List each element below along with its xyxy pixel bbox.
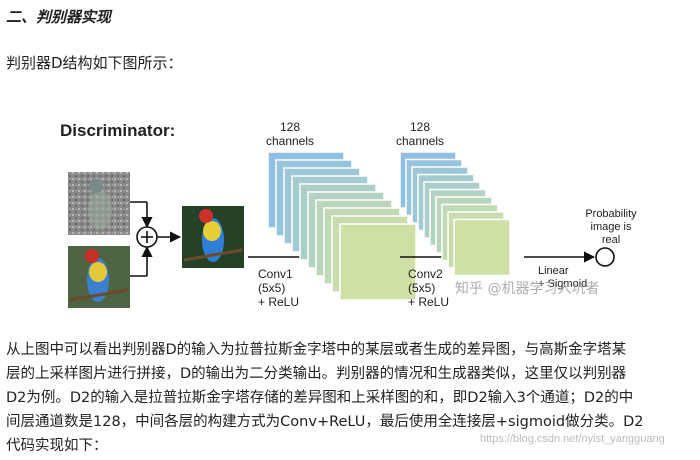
stack1-label-channels: channels [266,134,314,148]
paragraph-line: 从上图中可以看出判别器D的输入为拉普拉斯金字塔中的某层或者生成的差异图，与高斯金… [6,342,627,358]
composite-image [182,206,244,268]
difference-image [68,172,130,235]
figure-title: Discriminator: [60,121,175,140]
conv2-label-3: + ReLU [408,295,449,309]
stack2-label-count: 128 [410,120,430,134]
paragraph-line: 间层通道数是128，中间各层的构建方式为Conv+ReLU，最后使用全连接层+s… [6,414,644,430]
linear-label-1: Linear [538,265,569,277]
paragraph-line: D2为例。D2的输入是拉普拉斯金字塔存储的差异图和上采样图的和，即D2输入3个通… [6,390,634,406]
paragraph-line: 代码实现如下： [6,438,108,454]
paragraph-line: 层的上采样图片进行拼接，D的输出为二分类输出。判别器的情况和生成器类似，这里仅以… [6,366,627,382]
conv1-label-3: + ReLU [258,295,299,309]
section-heading: 二、判别器实现 [6,8,112,26]
output-label-1: Probability [585,208,637,220]
feature-stack-2 [399,151,511,277]
intro-text: 判别器D结构如下图所示： [6,54,183,72]
url-watermark: https://blog.csdn.net/nyist_yangguang [480,433,665,445]
feature-stack-1 [267,151,417,301]
conv2-label-1: Conv2 [408,267,443,281]
explanation-paragraph: 从上图中可以看出判别器D的输入为拉普拉斯金字塔中的某层或者生成的差异图，与高斯金… [6,338,694,458]
conv2-label-2: (5x5) [408,281,435,295]
sum-node [136,226,158,248]
figure-watermark: 知乎 @机器学习入坑者 [455,281,600,297]
feature-layer [453,218,511,277]
output-label-2: image is [591,221,632,233]
stack1-label-count: 128 [280,120,300,134]
discriminator-figure: Discriminator: 128 channels Con [60,120,637,309]
linear-label-2: + Sigmoid [538,278,587,290]
feature-layer [339,223,417,301]
output-label-3: real [602,234,620,246]
output-node [595,247,615,267]
stack2-label-channels: channels [396,134,444,148]
upsampled-image [68,246,130,308]
conv1-label-2: (5x5) [258,281,285,295]
conv1-label-1: Conv1 [258,267,293,281]
